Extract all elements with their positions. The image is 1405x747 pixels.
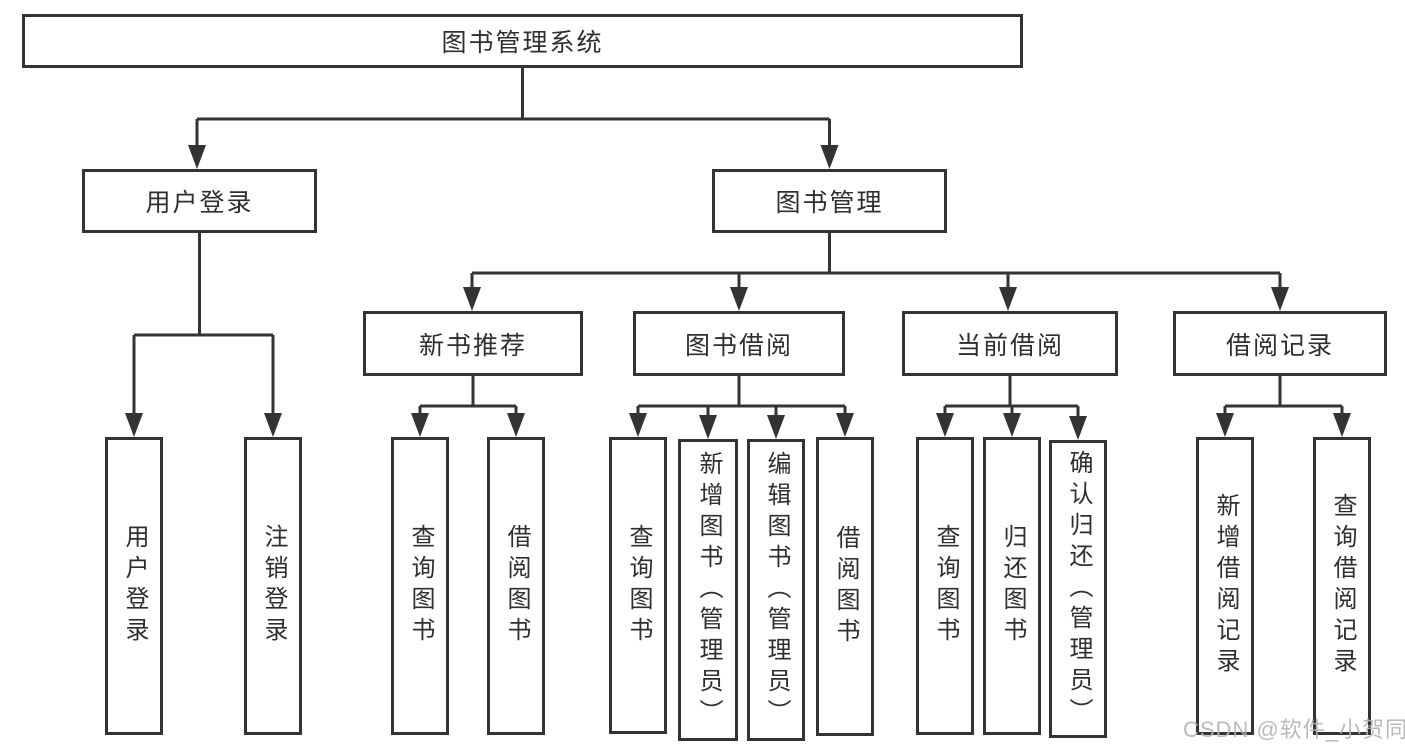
- leaf-borrow-borrow-books-label: 借阅图书: [832, 524, 859, 649]
- leaf-add-borrow-record-label: 新增借阅记录: [1212, 493, 1239, 679]
- leaf-borrow-query-books-label: 查询图书: [625, 523, 652, 648]
- arrowheads: [125, 145, 1351, 440]
- leaf-add-book-admin: 新增图书（管理员）: [678, 439, 738, 741]
- leaf-user-login-label: 用户登录: [121, 524, 148, 648]
- leaf-confirm-return-admin-label: 确认归还（管理员）: [1065, 449, 1092, 729]
- leaf-borrow-query-books: 查询图书: [609, 437, 667, 734]
- leaf-add-book-admin-label: 新增图书（管理员）: [695, 450, 722, 730]
- node-new-book-recommendation: 新书推荐: [363, 311, 583, 376]
- node-user-login: 用户登录: [82, 169, 317, 233]
- leaf-borrow-borrow-books: 借阅图书: [816, 437, 874, 736]
- leaf-user-login: 用户登录: [105, 437, 163, 735]
- leaf-current-query-books: 查询图书: [916, 437, 974, 735]
- leaf-recommend-query-books-label: 查询图书: [407, 524, 434, 648]
- leaf-logout-label: 注销登录: [260, 524, 287, 648]
- leaf-recommend-borrow-books-label: 借阅图书: [503, 524, 530, 648]
- leaf-edit-book-admin-label: 编辑图书（管理员）: [763, 450, 790, 730]
- leaf-query-borrow-record: 查询借阅记录: [1313, 437, 1371, 735]
- watermark: CSDN @软件_小贺同学: [1183, 717, 1405, 742]
- leaf-query-borrow-record-label: 查询借阅记录: [1329, 493, 1356, 679]
- tree-branch-lines: [132, 68, 1344, 422]
- leaf-confirm-return-admin: 确认归还（管理员）: [1049, 440, 1107, 738]
- node-current-borrowing: 当前借阅: [902, 311, 1118, 376]
- node-book-borrowing: 图书借阅: [633, 311, 845, 376]
- leaf-recommend-query-books: 查询图书: [391, 437, 449, 735]
- leaf-return-books-label: 归还图书: [999, 524, 1026, 648]
- node-book-management: 图书管理: [712, 169, 947, 233]
- node-library-management-system: 图书管理系统: [22, 14, 1023, 68]
- node-borrowing-records: 借阅记录: [1173, 311, 1387, 376]
- leaf-edit-book-admin: 编辑图书（管理员）: [747, 439, 805, 741]
- leaf-return-books: 归还图书: [983, 437, 1041, 735]
- leaf-logout: 注销登录: [244, 437, 302, 735]
- leaf-add-borrow-record: 新增借阅记录: [1196, 437, 1254, 735]
- leaf-current-query-books-label: 查询图书: [932, 524, 959, 648]
- leaf-recommend-borrow-books: 借阅图书: [487, 437, 545, 735]
